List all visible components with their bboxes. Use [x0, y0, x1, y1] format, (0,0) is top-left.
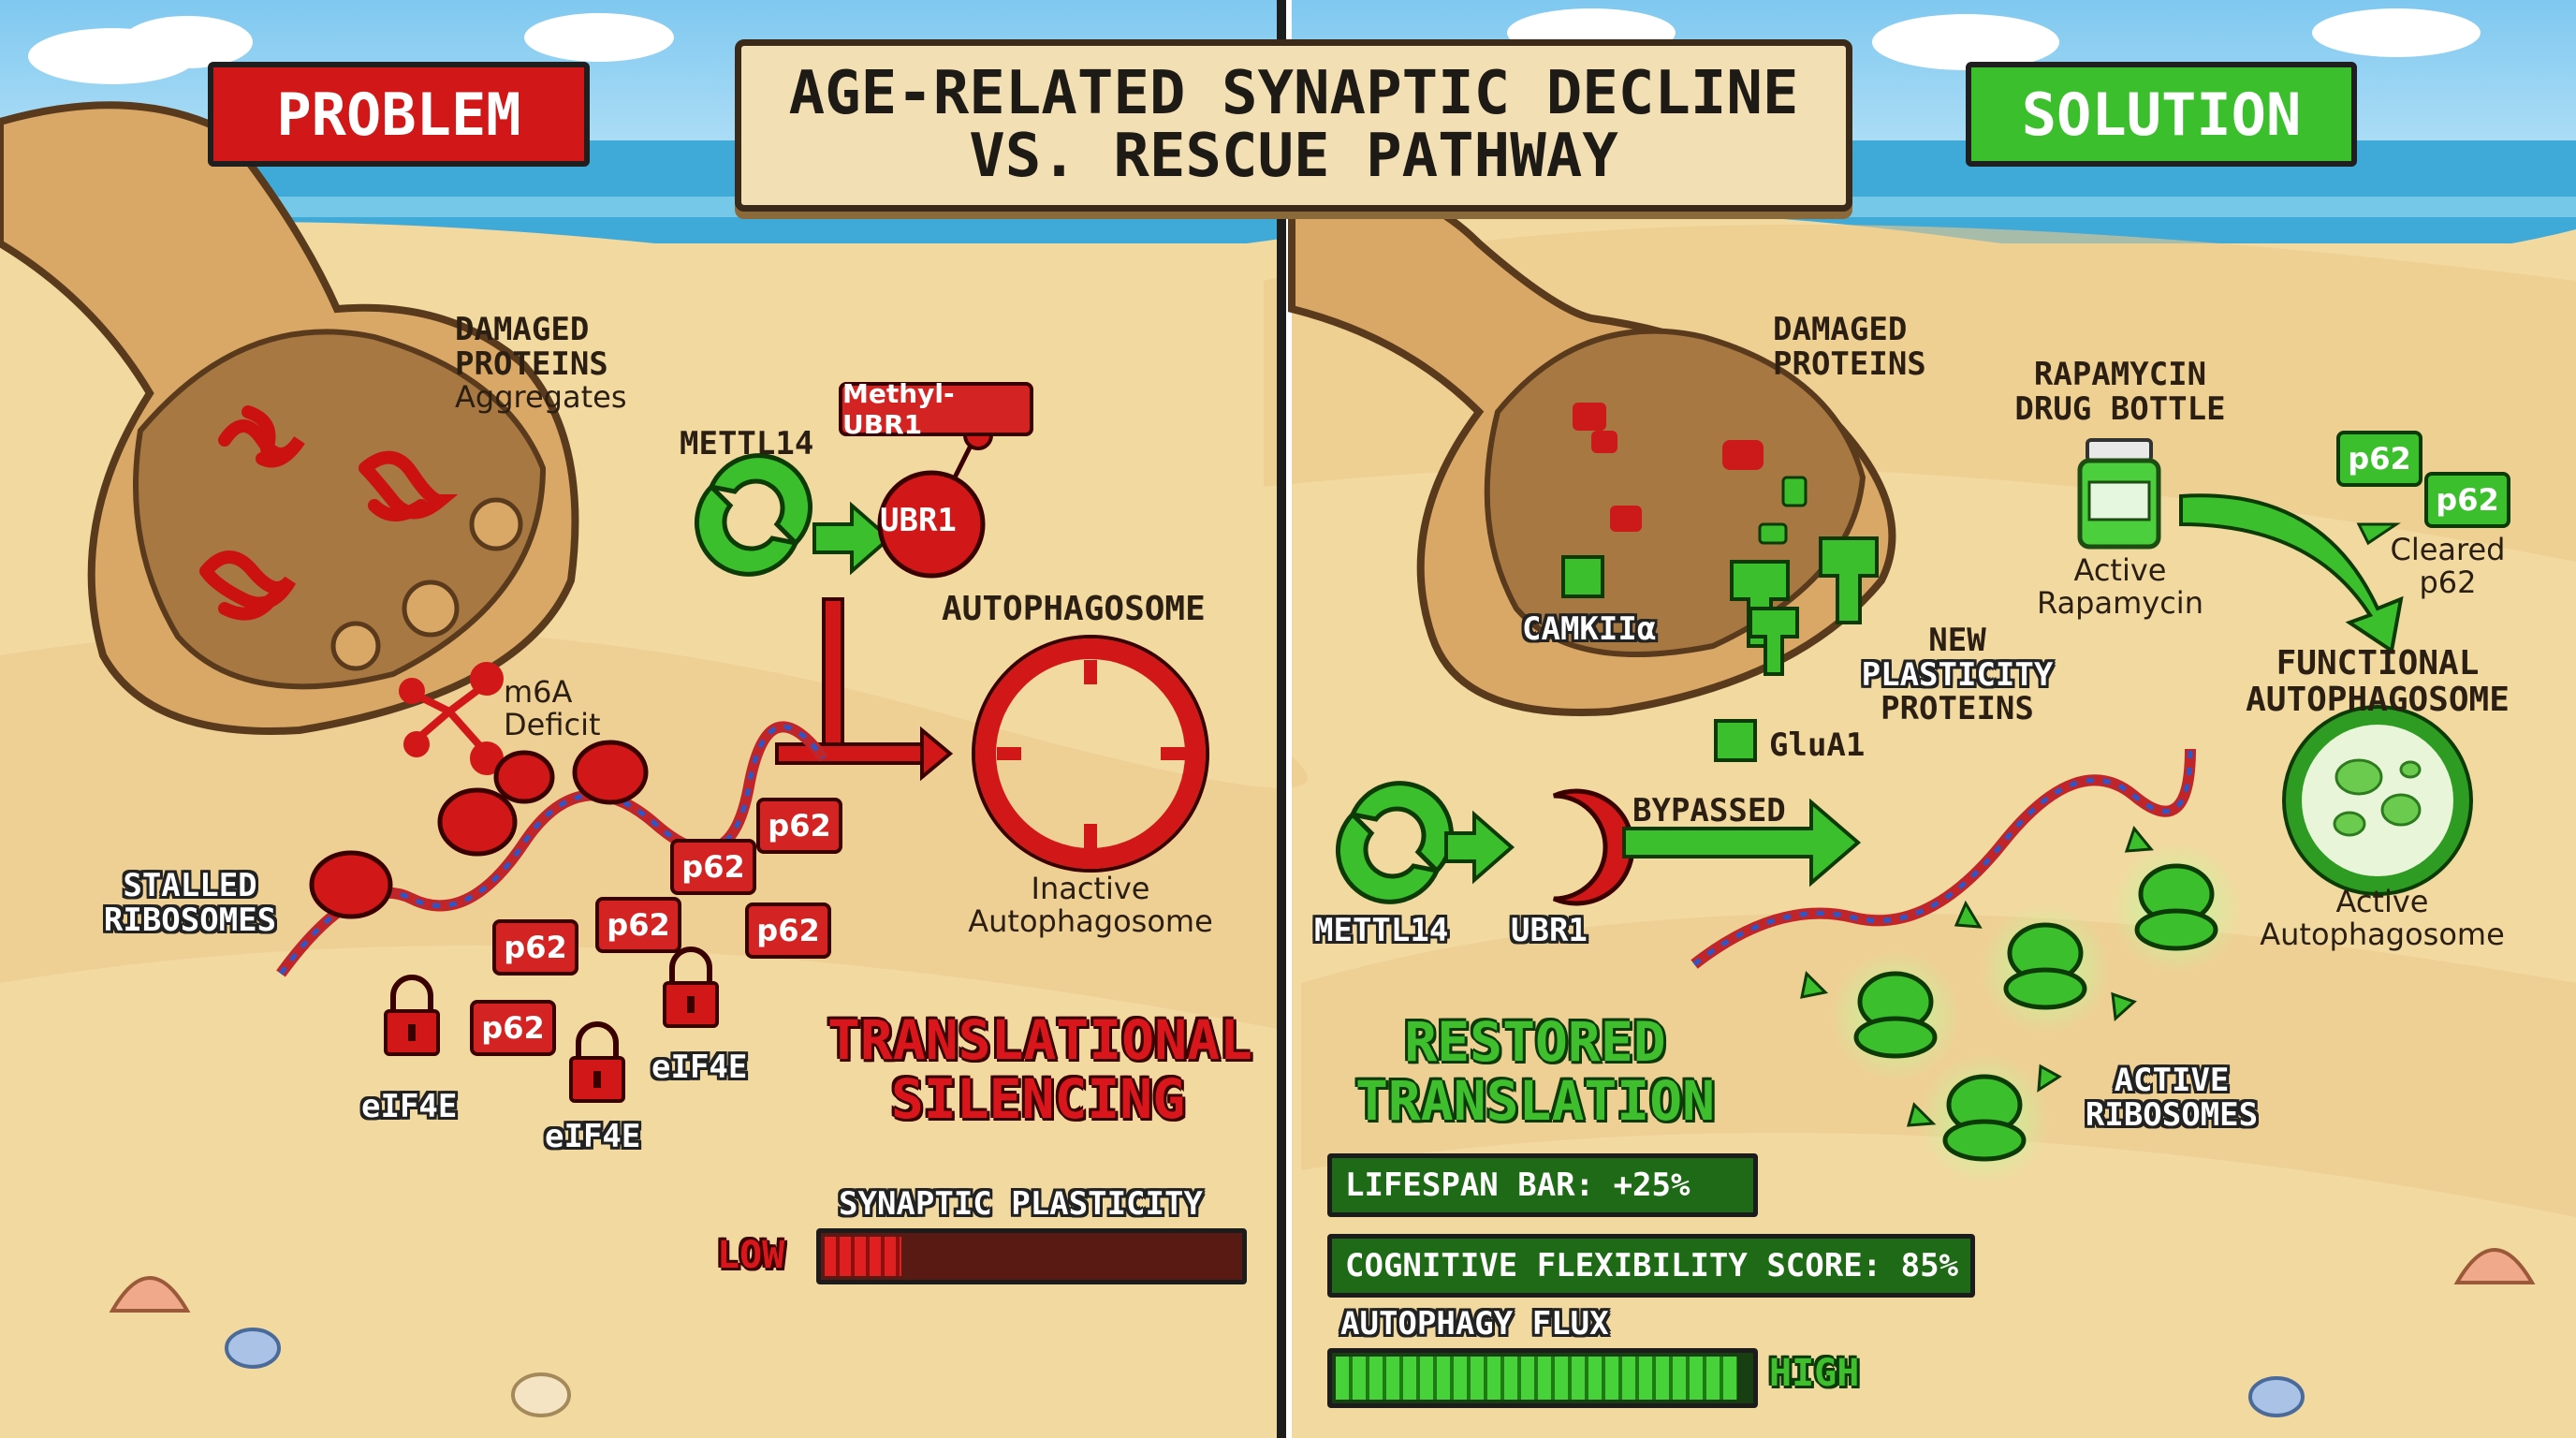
restored-translation-headline: RESTORED TRANSLATION	[1354, 1010, 1716, 1133]
problem-arrow-mettl14-ubr1	[812, 501, 893, 576]
m6a-deficit-icon	[399, 662, 504, 775]
new-plasticity-proteins-label: NEW PLASTICITY PROTEINS	[1861, 622, 2054, 728]
lifespan-bar-label: LIFESPAN BAR: +25%	[1345, 1167, 1690, 1204]
synaptic-plasticity-label: SYNAPTIC PLASTICITY	[839, 1185, 1203, 1223]
cognitive-flexibility-bar: COGNITIVE FLEXIBILITY SCORE: 85%	[1327, 1234, 1975, 1298]
problem-neuron-terminal	[0, 101, 579, 735]
solution-banner: SOLUTION	[1966, 62, 2357, 167]
autophagy-flux-bar	[1327, 1348, 1758, 1408]
rapamycin-arrow	[2179, 493, 2404, 654]
rapamycin-bottle-icon	[2077, 438, 2161, 550]
methyl-ubr1-tag: Methyl-UBR1	[839, 378, 1033, 440]
autophagosome-label: AUTOPHAGOSOME	[942, 590, 1206, 628]
p62-tag: p62	[745, 902, 831, 959]
synaptic-plasticity-fill	[825, 1237, 901, 1276]
functional-autophagosome-label: FUNCTIONAL AUTOPHAGOSOME	[2246, 644, 2510, 719]
camkii-label: CAMKIIα	[1522, 610, 1657, 648]
solution-banner-label: SOLUTION	[2021, 80, 2302, 149]
solution-ubr1-label: UBR1	[1511, 912, 1588, 949]
bypassed-arrow	[1622, 798, 1862, 888]
rapamycin-bottle-label: RAPAMYCIN DRUG BOTTLE	[2014, 356, 2226, 428]
p62-tag: p62	[470, 1000, 556, 1056]
p62-tag: p62	[2424, 472, 2510, 528]
center-divider	[1277, 0, 1286, 1438]
p62-tag: p62	[2336, 431, 2422, 487]
problem-mettl14-icon	[694, 453, 813, 577]
p62-tag: p62	[756, 798, 842, 854]
inactive-autophagosome-label: Inactive Autophagosome	[968, 871, 1213, 939]
solution-mrna-strand	[1690, 748, 2196, 969]
p62-tag: p62	[670, 839, 756, 895]
glua1-label: GluA1	[1769, 726, 1866, 764]
glua1-icon	[1714, 719, 1757, 762]
cleared-p62-label: Cleared p62	[2390, 532, 2506, 600]
eif4e-lock-icons	[384, 946, 719, 1103]
problem-banner-label: PROBLEM	[276, 80, 521, 149]
cognitive-flexibility-bar-label: COGNITIVE FLEXIBILITY SCORE: 85%	[1345, 1247, 1959, 1284]
seashell-decorations	[109, 1248, 2536, 1417]
solution-neuron-terminal	[1288, 180, 1896, 716]
problem-damaged-proteins-label: DAMAGED PROTEINS Aggregates	[455, 311, 627, 416]
inactive-autophagosome-icon	[972, 635, 1209, 873]
solution-arrow-mettl14-ubr1	[1444, 810, 1515, 885]
problem-banner: PROBLEM	[208, 62, 590, 167]
title-line-1: AGE-RELATED SYNAPTIC DECLINE	[788, 58, 1799, 128]
problem-ubr1-label: UBR1	[880, 502, 957, 539]
title-line-2: VS. RESCUE PATHWAY	[969, 122, 1618, 191]
p62-tag: p62	[595, 897, 681, 953]
eif4e-label: eIF4E	[545, 1118, 641, 1155]
problem-ubr1-icon	[877, 470, 986, 579]
solution-ubr1-icon	[1553, 788, 1635, 906]
p62-tag: p62	[492, 919, 578, 976]
translational-silencing-headline: TRANSLATIONAL SILENCING	[827, 1008, 1252, 1131]
solution-mettl14-label: METTL14	[1314, 912, 1449, 949]
eif4e-label: eIF4E	[651, 1049, 748, 1086]
clouds	[28, 8, 2481, 84]
stalled-ribosomes-label: STALLED RIBOSOMES	[103, 867, 277, 939]
flux-level-label: HIGH	[1769, 1352, 1860, 1395]
title-panel: AGE-RELATED SYNAPTIC DECLINE VS. RESCUE …	[735, 39, 1852, 212]
active-rapamycin-label: Active Rapamycin	[2037, 552, 2203, 621]
active-autophagosome-icon	[2282, 705, 2473, 896]
m6a-deficit-label: m6A Deficit	[504, 674, 601, 742]
synaptic-plasticity-bar	[816, 1228, 1247, 1284]
eif4e-label: eIF4E	[361, 1088, 458, 1125]
lifespan-bar: LIFESPAN BAR: +25%	[1327, 1153, 1758, 1217]
solution-damaged-proteins-label: DAMAGED PROTEINS	[1773, 311, 1926, 383]
active-ribosome-icons	[1800, 825, 2242, 1184]
bypassed-label: BYPASSED	[1632, 792, 1786, 829]
plasticity-level-label: LOW	[717, 1234, 785, 1277]
autophagy-flux-label: AUTOPHAGY FLUX	[1340, 1305, 1609, 1343]
stalled-ribosome-icons	[309, 740, 649, 919]
active-ribosomes-label: ACTIVE RIBOSOMES	[2085, 1062, 2259, 1134]
autophagy-flux-fill	[1336, 1357, 1737, 1400]
active-autophagosome-label: Active Autophagosome	[2260, 884, 2505, 952]
problem-mettl14-label: METTL14	[680, 425, 814, 462]
